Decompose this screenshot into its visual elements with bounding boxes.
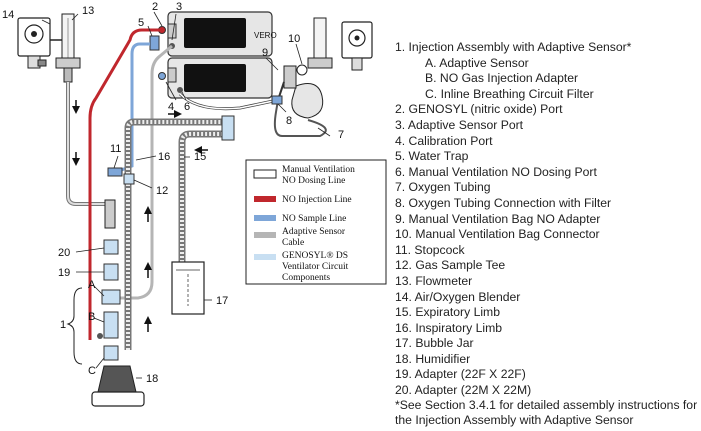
parts-item: 19. Adapter (22F X 22F) [395,367,526,382]
parts-item: 2. GENOSYL (nitric oxide) Port [395,102,563,117]
callout-11: 11 [110,143,121,155]
inline-filter [103,345,119,361]
callout-6: 6 [184,101,190,113]
legend-swatch-sensor [254,232,276,238]
parts-item: 13. Flowmeter [395,273,473,288]
assembly-footnote: *See Section 3.4.1 for detailed assembly… [395,398,699,428]
parts-subitem: A. Adaptive Sensor [425,55,529,70]
parts-item: 1. Injection Assembly with Adaptive Sens… [395,40,632,54]
legend-swatch-circuit [254,254,276,260]
legend-swatch-injection [254,196,276,202]
no-sample-line [115,42,150,174]
callout-c: C [88,365,96,377]
callout-3: 3 [176,1,182,13]
manual-ventilation-dosing-port [177,87,183,93]
adaptive-sensor-cable [120,44,173,300]
no-injection-adapter [103,311,119,339]
callout-b: B [88,311,95,323]
callout-20: 20 [58,247,70,259]
parts-item: 18. Humidifier [395,351,471,366]
parts-subitem: B. NO Gas Injection Adapter [425,71,579,86]
footnote-line: *See Section 3.4.1 for detailed assembly… [395,398,698,412]
legend-label-sensor: Adaptive Sensor [282,227,346,237]
adapter-22m-22m [103,239,119,255]
gas-sample-tee [123,173,135,185]
parts-item: 3. Adaptive Sensor Port [395,117,524,132]
callout-7: 7 [338,129,344,141]
callout-9: 9 [262,47,268,59]
footnote-line: the Injection Assembly with Adaptive Sen… [395,413,634,427]
oxygen-tubing [273,99,327,137]
parts-item: 4. Calibration Port [395,133,493,148]
callout-19: 19 [58,267,70,279]
legend-label-manual: Manual Ventilation [282,165,355,175]
parts-item: 14. Air/Oxygen Blender [395,289,521,304]
oxygen-connector [104,199,116,229]
legend: Manual Ventilation NO Dosing Line NO Inj… [245,159,387,285]
parts-subitem: C. Inline Breathing Circuit Filter [425,86,594,101]
parts-list: 1. Injection Assembly with Adaptive Sens… [395,40,699,399]
callout-10: 10 [288,33,300,45]
callout-leaders [41,11,331,379]
callout-1: 1 [60,319,66,331]
device-brand-label: VERO [254,31,277,40]
injection-assembly [97,239,121,361]
parts-item: 11. Stopcock [395,242,465,257]
calibration-port [158,72,166,80]
parts-item: 16. Inspiratory Limb [395,320,503,335]
bubble-jar [171,261,205,315]
no-injection-line [88,28,162,340]
callout-12: 12 [156,185,168,197]
parts-item: 12. Gas Sample Tee [395,258,506,273]
ventilator-connection [221,115,235,141]
inspiratory-limb [124,118,222,350]
legend-swatch-manual [253,169,277,179]
legend-label-sensor-2: Cable [282,238,304,248]
callout-4: 4 [168,101,174,113]
callout-8: 8 [286,115,292,127]
genosyl-delivery-unit-top: VERO [167,11,277,57]
callout-14: 14 [2,9,14,21]
air-oxygen-blender-right [341,21,373,71]
parts-item: 20. Adapter (22M X 22M) [395,383,532,398]
legend-label-sample: NO Sample Line [282,214,346,224]
parts-item: 15. Expiratory Limb [395,305,500,320]
callout-5: 5 [138,17,144,29]
parts-item: 6. Manual Ventilation NO Dosing Port [395,164,597,179]
legend-swatch-sample [254,215,276,221]
ventilator-circuit-diagram: VERO [2,1,387,407]
callout-13: 13 [82,5,94,17]
air-oxygen-blender-left [17,17,62,69]
callout-a: A [88,279,96,291]
callout-17: 17 [216,295,228,307]
manual-ventilation-bag [283,64,324,119]
genosyl-delivery-unit-bottom [167,57,273,99]
legend-label-circuit-2: Ventilator Circuit [282,262,349,272]
parts-item: 10. Manual Ventilation Bag Connector [395,227,600,242]
humidifier [91,365,145,407]
assembly-bracket [66,287,83,365]
oxygen-filter [271,95,283,105]
stopcock [107,167,123,177]
callout-2: 2 [152,1,158,13]
expiratory-limb [178,130,226,262]
callout-18: 18 [146,373,158,385]
adaptive-sensor [101,289,121,305]
callout-15: 15 [194,151,206,163]
adapter-22f-22f [103,263,119,281]
parts-item: 8. Oxygen Tubing Connection with Filter [395,195,612,210]
parts-item: 9. Manual Ventilation Bag NO Adapter [395,211,601,226]
flowmeter-right [307,17,333,69]
legend-label-circuit-3: Components [282,273,330,283]
parts-item: 7. Oxygen Tubing [395,180,491,195]
legend-label-manual-2: NO Dosing Line [282,176,345,186]
parts-item: 5. Water Trap [395,149,469,164]
legend-label-injection: NO Injection Line [282,195,352,205]
water-trap [149,35,160,51]
flowmeter-left [55,13,81,83]
legend-label-circuit: GENOSYL® DS [282,250,348,261]
callout-16: 16 [158,151,170,163]
parts-item: 17. Bubble Jar [395,336,474,351]
